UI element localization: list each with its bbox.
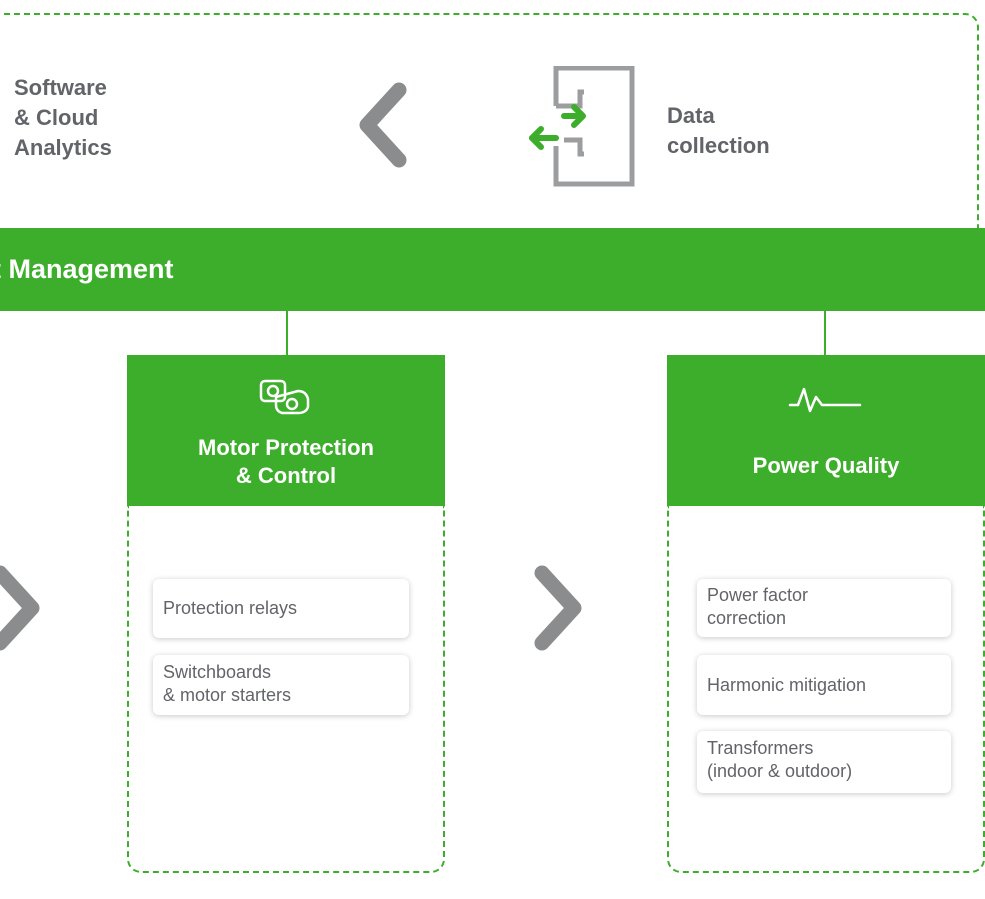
management-banner [0,228,985,311]
data-collection-label: Data collection [667,103,770,158]
chevron-right-icon [0,565,40,651]
door-data-exchange-icon [529,66,635,187]
chevron-right-icon [534,565,582,651]
motor-protection-header: Motor Protection & Control [127,355,445,506]
chevron-left-icon [359,82,407,168]
motor-protection-panel [127,506,445,873]
transformers-card[interactable]: Transformers (indoor & outdoor) [697,731,951,793]
software-cloud-analytics-label: Software & Cloud Analytics [14,75,112,160]
power-quality-title: Power Quality [752,453,900,478]
management-banner-title: t Management [0,254,174,284]
motor-protection-title: Motor Protection & Control [198,435,374,488]
protection-relays-card[interactable]: Protection relays [153,579,409,638]
connector-line-motor [286,311,288,357]
power-factor-correction-card[interactable]: Power factor correction [697,579,951,637]
switchboards-card[interactable]: Switchboards & motor starters [153,655,409,715]
motor-protection-icon [259,379,310,415]
harmonic-mitigation-card[interactable]: Harmonic mitigation [697,655,951,715]
connector-line-power-quality [824,311,826,357]
power-quality-header: Power Quality [667,355,985,506]
power-quality-panel [667,506,985,873]
waveform-icon [788,387,862,413]
